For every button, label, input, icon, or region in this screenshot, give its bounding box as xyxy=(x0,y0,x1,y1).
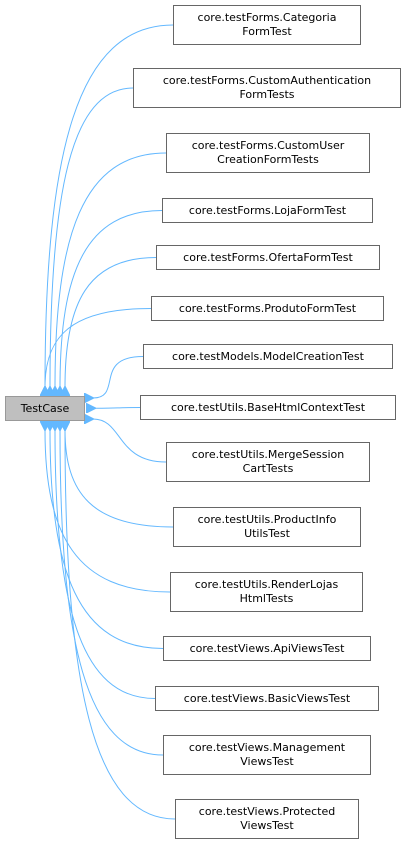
inheritance-edge xyxy=(60,430,164,756)
derived-class-label-line: core.testUtils.BaseHtmlContextTest xyxy=(170,400,366,414)
derived-class-node[interactable]: core.testViews.BasicViewsTest xyxy=(155,686,379,711)
inheritance-edge xyxy=(95,408,141,409)
derived-class-node[interactable]: core.testViews.ApiViewsTest xyxy=(163,636,371,661)
inheritance-edge xyxy=(55,430,156,699)
inheritance-edge xyxy=(45,24,174,387)
inheritance-edge xyxy=(55,152,167,387)
derived-class-label: core.testForms.LojaFormTest xyxy=(189,204,346,218)
derived-class-label-line: core.testUtils.MergeSession xyxy=(191,448,345,461)
inheritance-edge xyxy=(45,430,171,593)
derived-class-node[interactable]: core.testModels.ModelCreationTest xyxy=(143,344,393,369)
derived-class-label-line: core.testViews.ApiViewsTest xyxy=(189,641,345,655)
derived-class-label-line: core.testViews.Management xyxy=(188,741,346,754)
derived-class-label: core.testForms.OfertaFormTest xyxy=(183,251,353,265)
derived-class-label-line: UtilsTest xyxy=(244,527,290,540)
derived-class-label-line: CartTests xyxy=(242,462,294,475)
derived-class-label-line: FormTest xyxy=(242,25,292,38)
inheritance-edge xyxy=(93,356,144,399)
inheritance-edge xyxy=(60,210,163,388)
derived-class-label-line: ViewsTest xyxy=(240,755,294,768)
inheritance-edge xyxy=(93,419,167,463)
derived-class-node[interactable]: core.testForms.OfertaFormTest xyxy=(156,245,380,270)
inheritance-edge xyxy=(65,430,174,528)
derived-class-label-line: core.testUtils.ProductInfo xyxy=(197,513,337,526)
derived-class-node[interactable]: core.testForms.LojaFormTest xyxy=(162,198,373,223)
derived-class-label: core.testForms.ProdutoFormTest xyxy=(179,302,356,316)
base-class-label: TestCase xyxy=(20,402,70,415)
derived-class-label: core.testViews.BasicViewsTest xyxy=(184,692,350,706)
derived-class-label-line: core.testForms.LojaFormTest xyxy=(188,203,347,217)
derived-class-label: core.testViews.ApiViewsTest xyxy=(190,642,345,656)
derived-class-label-line: HtmlTests xyxy=(239,592,294,605)
derived-class-label-line: core.testUtils.RenderLojas xyxy=(194,578,339,591)
derived-class-label-line: ViewsTest xyxy=(240,819,294,832)
derived-class-label-line: core.testForms.CustomUser xyxy=(191,139,345,152)
derived-class-label-line: core.testForms.OfertaFormTest xyxy=(183,250,353,264)
inheritance-edge xyxy=(65,430,176,820)
inheritance-edge xyxy=(65,257,157,388)
derived-class-node[interactable]: core.testForms.ProdutoFormTest xyxy=(151,296,384,321)
derived-class-label-line: core.testViews.Protected xyxy=(198,805,336,818)
inheritance-edge xyxy=(45,308,152,388)
derived-class-label-line: CreationFormTests xyxy=(217,153,319,166)
derived-class-label-line: core.testForms.CustomAuthentication xyxy=(162,74,372,87)
inheritance-edge xyxy=(50,430,164,649)
derived-class-label-line: core.testModels.ModelCreationTest xyxy=(172,349,364,363)
inheritance-edge xyxy=(50,87,134,387)
derived-class-label-line: FormTests xyxy=(239,88,295,101)
derived-class-label-line: core.testForms.Categoria xyxy=(197,11,337,24)
derived-class-label: core.testModels.ModelCreationTest xyxy=(172,350,364,364)
derived-class-node[interactable]: core.testUtils.BaseHtmlContextTest xyxy=(140,395,396,420)
base-class-testcase[interactable]: TestCase xyxy=(5,396,85,421)
derived-class-label: core.testUtils.BaseHtmlContextTest xyxy=(171,401,365,415)
derived-class-label-line: core.testViews.BasicViewsTest xyxy=(183,691,351,705)
derived-class-label-line: core.testForms.ProdutoFormTest xyxy=(178,301,357,315)
